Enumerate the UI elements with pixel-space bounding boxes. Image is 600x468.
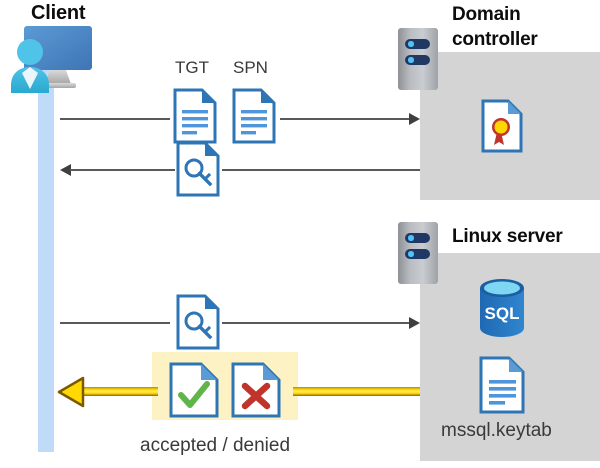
flow-3-arrowhead xyxy=(409,317,420,329)
domain-controller-title: Domain controller xyxy=(452,4,538,50)
flow-1-arrowhead xyxy=(409,113,420,125)
flow-2-line-right xyxy=(222,169,420,171)
flow-2-arrowhead xyxy=(60,164,71,176)
sql-database-icon: SQL xyxy=(474,277,530,344)
flow-1-line-right xyxy=(280,118,410,120)
server-rack-icon xyxy=(398,28,438,90)
text-document-icon xyxy=(232,88,276,149)
text-document-icon xyxy=(173,88,217,149)
check-document-icon xyxy=(169,362,219,423)
flow-3-line-left xyxy=(60,322,170,324)
result-label: accepted / denied xyxy=(140,435,291,456)
key-document-icon xyxy=(176,141,220,202)
linux-server-title: Linux server xyxy=(452,226,563,247)
svg-text:SQL: SQL xyxy=(485,304,520,323)
spn-label: SPN xyxy=(233,58,268,77)
flow-4-line-left xyxy=(80,387,158,396)
key-document-icon xyxy=(176,294,220,355)
keytab-filename-label: mssql.keytab xyxy=(441,420,552,441)
user-monitor-icon xyxy=(5,22,100,105)
x-document-icon xyxy=(231,362,281,423)
flow-4-line-right xyxy=(293,387,420,396)
text-document-icon xyxy=(479,356,525,419)
flow-1-line-left xyxy=(60,118,170,120)
client-title: Client xyxy=(31,2,86,24)
tgt-label: TGT xyxy=(175,58,209,77)
client-lifeline xyxy=(38,70,54,452)
server-rack-icon xyxy=(398,222,438,284)
flow-4-arrowhead xyxy=(57,374,85,415)
flow-3-line-right xyxy=(222,322,410,324)
certificate-document-icon xyxy=(481,99,523,158)
flow-2-line-left xyxy=(70,169,175,171)
